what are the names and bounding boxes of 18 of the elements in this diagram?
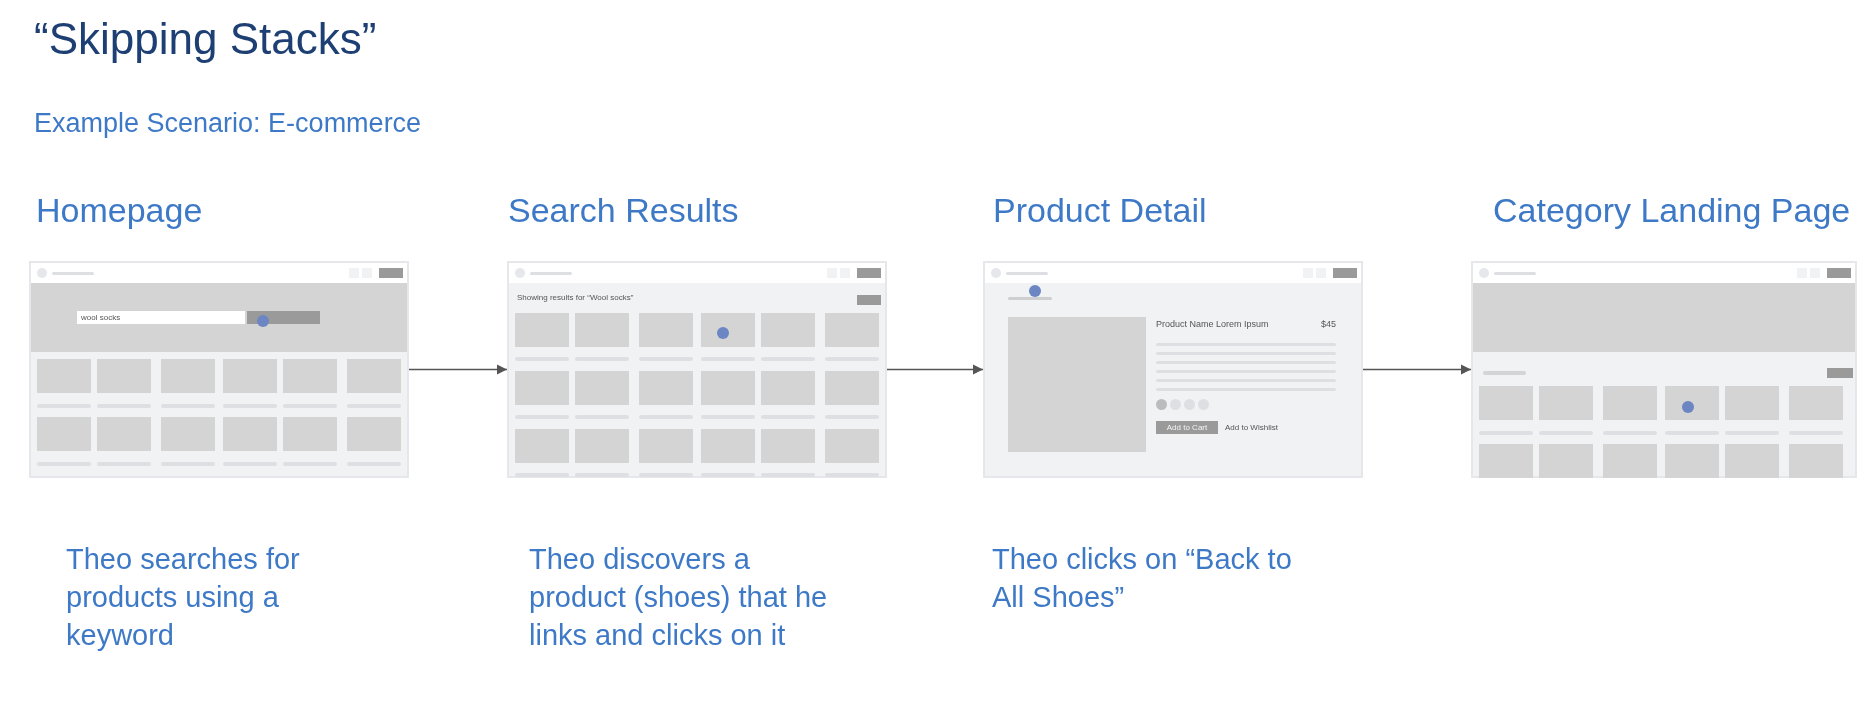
arrow [1362, 364, 1472, 375]
subtitle: Example Scenario: E-commerce [34, 108, 422, 139]
search-field: wool socks [77, 311, 245, 324]
page-heading: Search Results [508, 191, 739, 230]
product-name: Product Name Lorem Ipsum [1156, 319, 1269, 329]
product-price: $45 [1321, 319, 1337, 329]
add-to-cart-button: Add to Cart [1156, 421, 1218, 434]
step-caption: Theo clicks on “Back to All Shoes” [992, 542, 1292, 615]
page-heading: Homepage [36, 191, 203, 230]
page-heading: Category Landing Page [1493, 191, 1851, 230]
page-heading: Product Detail [993, 191, 1207, 230]
slide-title: “Skipping Stacks” [34, 14, 377, 64]
arrow [886, 364, 984, 375]
step-caption: Theo searches for products using a keyword [66, 542, 301, 653]
step-caption: Theo discovers a product (shoes) that he links and clicks on it [529, 542, 829, 653]
wishlist-link: Add to Wishlist [1225, 423, 1278, 432]
results-heading: Showing results for “Wool socks” [517, 293, 634, 302]
arrow [408, 364, 508, 375]
